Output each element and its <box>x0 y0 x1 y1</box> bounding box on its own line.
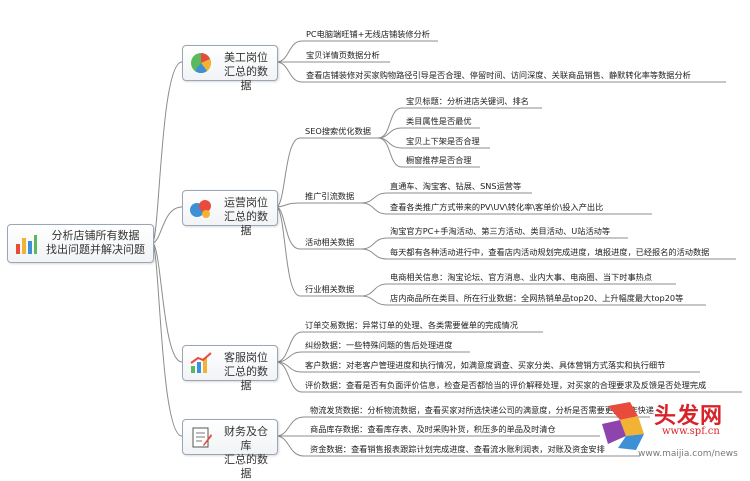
seo-item-2: 类目属性是否最优 <box>406 116 472 126</box>
category-activity: 活动相关数据 <box>305 237 355 247</box>
seo-item-3: 宝贝上下架是否合理 <box>406 136 480 146</box>
bar-chart-icon <box>14 232 38 256</box>
art-item-1: PC电脑端旺铺+无线店铺装修分析 <box>306 29 430 39</box>
category-seo: SEO搜索优化数据 <box>305 126 371 136</box>
finance-item-3: 资金数据：查看销售报表跟踪计划完成进度、查看流水账利润表，对账及资金安排 <box>310 444 605 454</box>
watermark-logo-icon <box>602 402 644 450</box>
category-promotion: 推广引流数据 <box>305 191 355 201</box>
art-item-2: 宝贝详情页数据分析 <box>306 50 380 60</box>
branch-art-design[interactable]: 美工岗位汇总的数据 <box>182 45 278 92</box>
watermark-url: www.spf.cn <box>662 426 720 437</box>
branch-operations-title: 运营岗位汇总的数据 <box>224 196 268 237</box>
root-node[interactable]: 分析店铺所有数据找出问题并解决问题 <box>7 224 154 263</box>
activity-item-1: 淘宝官方PC+手淘活动、第三方活动、类目活动、U站活动等 <box>390 226 611 236</box>
branch-customer-service[interactable]: 客服岗位汇总的数据 <box>182 345 278 392</box>
promotion-item-2: 查看各类推广方式带来的PV\UV\转化率\客单价\投入产出比 <box>390 202 604 212</box>
branch-finance-warehouse-title: 财务及仓库汇总的数据 <box>224 425 268 480</box>
notepad-icon <box>189 425 213 449</box>
service-item-3: 客户数据：对老客户管理进度和执行情况，如满意度调查、买家分类、具体营销方式落实和… <box>305 360 666 370</box>
branch-finance-warehouse[interactable]: 财务及仓库汇总的数据 <box>182 419 278 480</box>
pie-chart-icon <box>189 51 213 75</box>
watermark-small-url: www.maijia.com/news <box>638 449 738 459</box>
category-industry: 行业相关数据 <box>305 284 355 294</box>
promotion-item-1: 直通车、淘宝客、钻展、SNS运营等 <box>390 181 522 191</box>
activity-item-2: 每天都有各种活动进行中，查看店内活动规划完成进度，填报进度，已经报名的活动数据 <box>390 247 710 257</box>
finance-item-2: 商品库存数据：查看库存表、及时采购补货，积压多的单品及时清仓 <box>310 424 556 434</box>
root-title: 分析店铺所有数据找出问题并解决问题 <box>46 229 145 256</box>
industry-item-2: 店内商品所在类目、所在行业数据：全网热销单品top20、上升幅度最大top20等 <box>390 293 684 303</box>
watermark-title: 头发网 <box>654 403 724 429</box>
branch-art-design-title: 美工岗位汇总的数据 <box>224 51 268 92</box>
finance-item-1: 物流发货数据：分析物流数据，查看买家对所选快递公司的满意度，分析是否需要更换合作… <box>310 405 654 415</box>
service-item-1: 订单交易数据：异常订单的处理、各类需要催单的完成情况 <box>305 320 518 330</box>
seo-item-4: 橱窗推荐是否合理 <box>406 155 472 165</box>
art-item-3: 查看店铺装修对买家购物路径引导是否合理、停留时间、访问深度、关联商品销售、静默转… <box>306 70 691 80</box>
growth-chart-icon <box>189 351 213 375</box>
service-item-4: 评价数据：查看是否有负面评价信息，检查是否都恰当的评价解释处理，对买家的合理要求… <box>305 380 707 390</box>
mind-map-connectors <box>151 40 742 457</box>
industry-item-1: 电商相关信息：淘宝论坛、官方消息、业内大事、电商圈、当下时事热点 <box>390 272 653 282</box>
bubbles-icon <box>189 196 213 220</box>
service-item-2: 纠纷数据：一些特殊问题的售后处理进度 <box>305 340 453 350</box>
watermark: 头发网 www.spf.cn www.maijia.com/news <box>598 396 748 466</box>
seo-item-1: 宝贝标题：分析进店关键词、排名 <box>406 96 529 106</box>
branch-operations[interactable]: 运营岗位汇总的数据 <box>182 190 278 237</box>
branch-customer-service-title: 客服岗位汇总的数据 <box>224 351 268 392</box>
